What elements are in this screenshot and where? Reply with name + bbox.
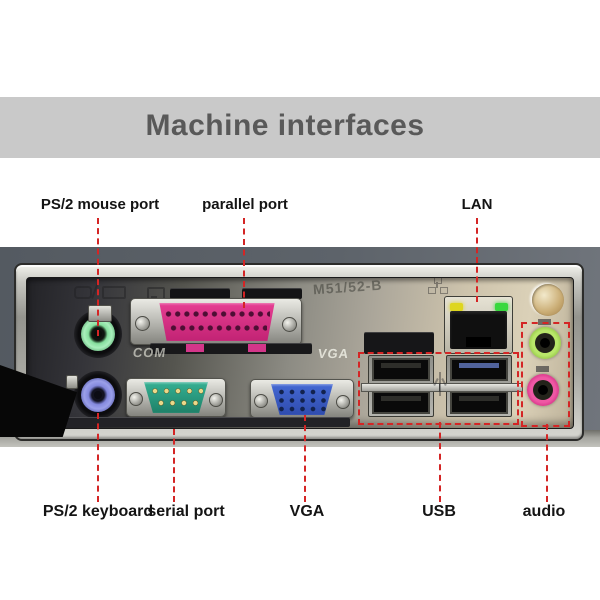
serial-port — [144, 382, 208, 413]
mouse-keyboard-stamp-icon — [74, 282, 126, 299]
parallel-port — [159, 303, 275, 341]
lan-jack-slot — [466, 337, 491, 347]
panel-slot — [60, 417, 350, 427]
label-vga: VGA — [289, 503, 325, 520]
lan-jack-face — [450, 311, 507, 349]
panel-slot — [242, 288, 302, 299]
serial-screw-left — [129, 392, 143, 406]
panel-slot — [150, 343, 312, 354]
audio-highlight-box — [521, 322, 570, 427]
usb-column-right — [439, 355, 523, 417]
serial-pin-row — [156, 398, 198, 408]
usb-highlight-box — [358, 352, 519, 425]
usb-port — [450, 358, 508, 381]
serial-port-shell — [126, 378, 226, 417]
title-banner: Machine interfaces — [0, 97, 600, 158]
parallel-tab — [186, 344, 204, 352]
audio-stamp — [536, 366, 549, 372]
ps2-keyboard-recess — [74, 371, 122, 419]
usb-tongue — [459, 396, 499, 401]
usb-port — [372, 391, 430, 414]
parallel-pin-row — [164, 309, 270, 319]
usb-tongue — [459, 363, 499, 368]
audio-line-out-jack — [529, 327, 561, 359]
serial-screw-right — [209, 393, 223, 407]
callout-line-audio — [546, 424, 548, 502]
lan-port — [444, 296, 513, 354]
callout-line-mouse — [97, 218, 99, 336]
label-audio: audio — [522, 503, 566, 520]
usb-column-left — [361, 355, 445, 417]
audio-jack-hole — [540, 338, 550, 348]
ps2-keyboard-port — [81, 378, 115, 412]
page-title: Machine interfaces — [145, 109, 425, 142]
audio-mic-jack — [527, 374, 559, 406]
vga-port — [271, 384, 333, 415]
parallel-port-shell — [130, 298, 302, 345]
ps2-keyboard-clip — [66, 375, 78, 389]
label-serial-port: serial port — [147, 503, 225, 520]
parallel-tab — [248, 344, 266, 352]
parallel-screw-left — [135, 316, 150, 331]
parallel-pin-row — [169, 323, 267, 333]
usb-stamp-icon — [433, 372, 447, 396]
serial-pin-row — [150, 386, 203, 396]
audio-jack-hole — [538, 385, 548, 395]
panel-slot — [170, 288, 230, 299]
usb-tongue — [381, 363, 421, 368]
usb-port — [372, 358, 430, 381]
lan-led-green — [495, 303, 508, 311]
callout-line-vga — [304, 415, 306, 502]
ps2-mouse-clip — [88, 305, 112, 322]
vga-port-shell — [250, 379, 354, 418]
network-stamp-icon — [428, 277, 448, 294]
lan-led-yellow — [450, 303, 463, 311]
callout-line-serial — [173, 429, 175, 502]
vga-screw-right — [336, 395, 350, 409]
parallel-screw-right — [282, 317, 297, 332]
vga-screw-left — [254, 394, 268, 408]
callout-line-parallel — [243, 218, 245, 308]
label-ps2-keyboard: PS/2 keyboard — [42, 503, 154, 520]
usb-port — [450, 391, 508, 414]
usb-tongue — [381, 396, 421, 401]
callout-line-keyboard — [97, 413, 99, 502]
chassis-hole — [532, 284, 564, 316]
label-usb: USB — [422, 503, 456, 520]
callout-line-usb — [439, 422, 441, 502]
io-panel-photo: M51/52-B COM VGA — [0, 247, 600, 447]
label-lan: LAN — [461, 196, 493, 213]
label-ps2-mouse-port: PS/2 mouse port — [40, 196, 160, 213]
callout-line-lan — [476, 218, 478, 302]
label-parallel-port: parallel port — [202, 196, 288, 213]
panel-slot — [364, 332, 434, 354]
vga-hole-grid — [277, 388, 328, 412]
